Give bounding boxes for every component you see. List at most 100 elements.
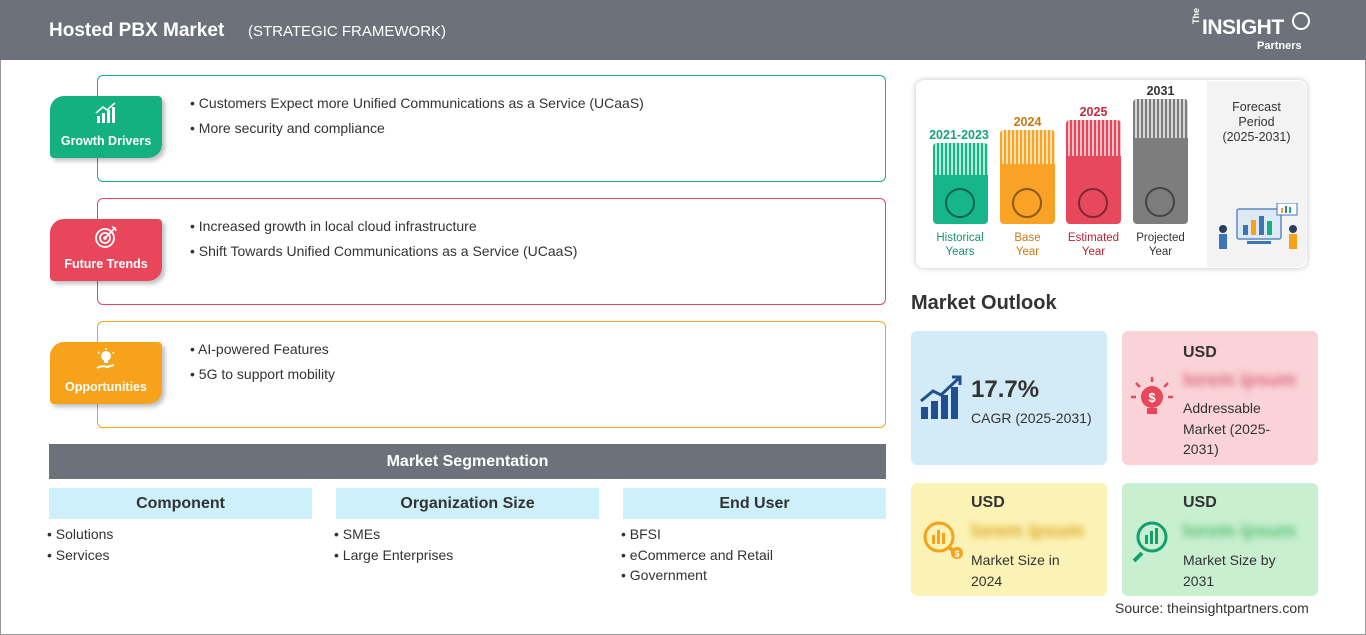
opportunities-label: Opportunities — [65, 380, 147, 394]
bar-stripes — [1000, 130, 1055, 164]
label-historical-2: Years — [945, 246, 975, 258]
calendar-icon — [1012, 188, 1042, 218]
presentation-icon — [1145, 187, 1175, 217]
size-2024-value: lorem ipsum — [971, 521, 1084, 542]
bar-chart-icon — [95, 102, 116, 123]
year-projected: 2031 — [1146, 84, 1175, 98]
header-bar: Hosted PBX Market (STRATEGIC FRAMEWORK) … — [0, 0, 1366, 60]
list-item: More security and compliance — [190, 120, 644, 136]
bar-base — [1000, 130, 1055, 224]
addressable-value: lorem ipsum — [1183, 370, 1296, 391]
list-item: Increased growth in local cloud infrastr… — [190, 218, 577, 234]
addressable-label: Addressable Market (2025- 2031) — [1183, 398, 1270, 460]
label-historical: Historical Years — [920, 231, 1000, 259]
label-base-2: Year — [1015, 246, 1040, 258]
growth-drivers-label: Growth Drivers — [60, 134, 152, 148]
market-outlook-title: Market Outlook — [911, 292, 1057, 314]
bar-estimated — [1066, 120, 1121, 224]
label-historical-1: Historical — [936, 232, 984, 244]
svg-text:$: $ — [1148, 390, 1156, 405]
source-note: Source: theinsightpartners.com — [1115, 600, 1309, 616]
year-estimated: 2025 — [1079, 105, 1108, 119]
size-2031-label: Market Size by 2031 — [1183, 550, 1276, 591]
gears-icon — [1078, 188, 1108, 218]
addressable-market-card: $ USD lorem ipsum Addressable Market (20… — [1122, 331, 1318, 465]
analytics-magnifier-icon: $ — [923, 521, 963, 559]
list-item: SMEs — [334, 526, 453, 547]
list-item: Shift Towards Unified Communications as … — [190, 243, 578, 259]
opportunities-list: AI-powered Features 5G to support mobili… — [190, 341, 335, 391]
page-subtitle: (STRATEGIC FRAMEWORK) — [248, 23, 447, 40]
list-item: Large Enterprises — [334, 547, 454, 568]
list-item: Government — [621, 567, 773, 588]
market-size-2031-card: USD lorem ipsum Market Size by 2031 — [1122, 483, 1318, 596]
label-base-1: Base — [1014, 232, 1041, 244]
logo-the: The — [1191, 7, 1201, 24]
market-size-2024-card: $ USD lorem ipsum Market Size in 2024 — [911, 483, 1107, 596]
size-2024-label-1: Market Size in — [971, 552, 1060, 568]
forecast-line-3: (2025-2031) — [1222, 130, 1291, 144]
size-2031-value: lorem ipsum — [1183, 521, 1296, 542]
size-2024-label: Market Size in 2024 — [971, 550, 1060, 591]
addressable-label-1: Addressable — [1183, 400, 1261, 416]
growth-magnifier-icon — [1132, 521, 1168, 563]
size-2024-label-2: 2024 — [971, 572, 1003, 589]
list-item: AI-powered Features — [190, 341, 335, 357]
list-item: 5G to support mobility — [190, 366, 335, 382]
label-estimated-1: Estimated — [1067, 232, 1120, 244]
size-2031-currency: USD — [1183, 494, 1217, 511]
size-2031-label-2: 2031 — [1183, 572, 1215, 589]
target-icon — [95, 226, 117, 248]
history-clock-icon — [945, 188, 975, 218]
future-trends-list: Increased growth in local cloud infrastr… — [190, 218, 578, 268]
forecast-line-1: Forecast — [1232, 100, 1281, 114]
growth-drivers-badge: Growth Drivers — [50, 96, 162, 158]
segment-list-organization-size: SMEs Large Enterprises — [334, 526, 454, 568]
segment-list-component: Solutions Services — [47, 526, 114, 568]
cagr-card: 17.7% CAGR (2025-2031) — [911, 331, 1107, 465]
logo-insight: INSIGHT — [1202, 16, 1284, 39]
growth-chart-icon — [920, 375, 962, 419]
logo-swoosh-icon — [1292, 12, 1310, 30]
list-item: eCommerce and Retail — [621, 547, 773, 568]
dollar-bulb-icon: $ — [1131, 377, 1173, 414]
segmentation-title-bar: Market Segmentation — [49, 444, 886, 479]
svg-text:$: $ — [954, 549, 959, 559]
label-estimated-2: Year — [1081, 246, 1106, 258]
size-2024-currency: USD — [971, 494, 1005, 511]
forecast-line-2: Period — [1238, 115, 1275, 129]
growth-drivers-box: Customers Expect more Unified Communicat… — [97, 75, 886, 182]
bar-stripes — [1066, 120, 1121, 156]
logo-partners: Partners — [1257, 40, 1302, 52]
size-2031-label-1: Market Size by — [1183, 552, 1276, 568]
page-title: Hosted PBX Market — [49, 20, 225, 41]
addressable-label-2: Market (2025- — [1183, 420, 1271, 437]
growth-drivers-list: Customers Expect more Unified Communicat… — [190, 95, 644, 145]
bar-stripes — [933, 143, 988, 175]
segment-header-end-user: End User — [623, 488, 886, 519]
future-trends-box: Increased growth in local cloud infrastr… — [97, 198, 886, 305]
addressable-label-3: 2031) — [1183, 441, 1219, 457]
bar-stripes — [1133, 99, 1188, 138]
label-base: Base Year — [990, 231, 1065, 259]
segment-list-end-user: BFSI eCommerce and Retail Government — [621, 526, 773, 588]
label-projected: Projected Year — [1123, 231, 1198, 259]
lightbulb-hand-icon — [96, 348, 115, 369]
segment-header-component: Component — [49, 488, 312, 519]
label-estimated: Estimated Year — [1056, 231, 1131, 259]
future-trends-badge: Future Trends — [50, 219, 162, 281]
future-trends-label: Future Trends — [64, 257, 148, 271]
year-historical: 2021-2023 — [929, 128, 989, 142]
forecast-period-text: Forecast Period (2025-2031) — [1207, 100, 1306, 145]
list-item: Services — [47, 547, 113, 568]
forecast-period-panel: Forecast Period (2025-2031) — [1207, 81, 1306, 267]
label-projected-1: Projected — [1136, 232, 1185, 244]
analytics-people-icon — [1219, 203, 1298, 249]
bar-projected — [1133, 99, 1188, 224]
list-item: Solutions — [47, 526, 114, 547]
bar-historical — [933, 143, 988, 224]
cagr-value: 17.7% — [971, 376, 1040, 403]
list-item: BFSI — [621, 526, 773, 547]
insight-partners-logo: The INSIGHT Partners — [1190, 7, 1315, 54]
segment-header-organization-size: Organization Size — [336, 488, 599, 519]
